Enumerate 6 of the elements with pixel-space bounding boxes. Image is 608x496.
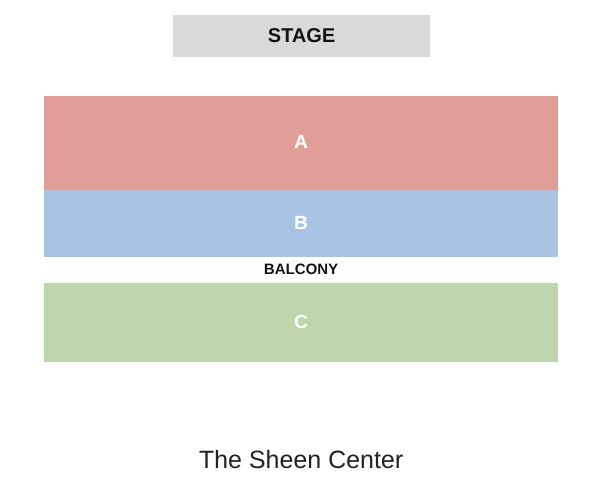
seating-section: C xyxy=(44,283,558,362)
seating-section: B xyxy=(44,190,558,257)
stage-area: STAGE xyxy=(173,15,430,57)
venue-caption: The Sheen Center xyxy=(198,446,404,475)
section-label: BALCONY xyxy=(262,261,340,278)
seating-section: A xyxy=(44,96,558,190)
